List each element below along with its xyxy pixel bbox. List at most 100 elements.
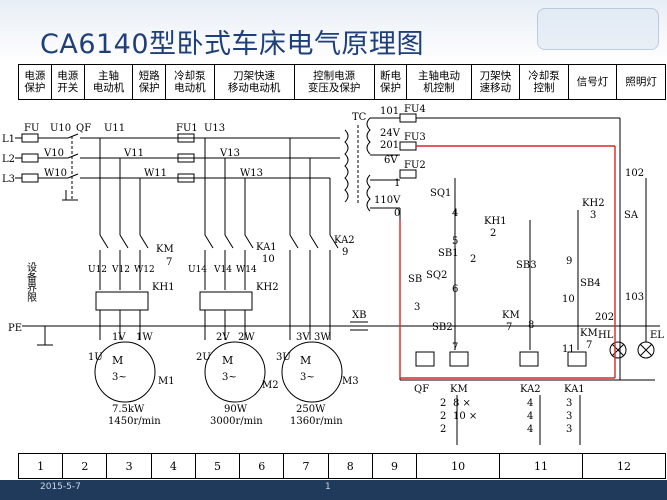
label-m2-speed: 3000r/min	[210, 416, 263, 427]
label-SQ2: SQ2	[426, 270, 447, 281]
label-201: 201	[380, 140, 399, 151]
label-U10: U10	[50, 123, 71, 134]
label-W13: W13	[240, 168, 263, 179]
page-title: CA6140型卧式车床电气原理图	[40, 29, 425, 60]
label-KM-contact2-num: 7	[586, 340, 592, 351]
label-2V: 2V	[216, 332, 230, 343]
label-PE: PE	[8, 323, 22, 334]
header-cell-text: 主轴	[97, 70, 119, 82]
column-number-cell: 5	[194, 453, 241, 479]
label-KA2-coil: KA2	[520, 384, 541, 395]
header-cell-text: 电动机	[92, 82, 125, 94]
label-V13: V13	[219, 148, 240, 159]
column-number-cell: 11	[499, 453, 583, 479]
label-SB3: SB3	[516, 260, 537, 271]
label-EL: EL	[650, 330, 664, 341]
header-cell-text: 短路	[138, 70, 160, 82]
label-KH1-num: 2	[490, 228, 496, 239]
header-cell-text: 电源	[24, 70, 46, 82]
label-KH2: KH2	[256, 282, 279, 293]
header-cell-text: 电动机	[174, 82, 206, 94]
header-cell-text: 主轴电动	[418, 70, 461, 82]
contact-table-value: 2	[440, 424, 446, 435]
label-3U: 3U	[276, 352, 291, 363]
header-cell-text: 保护	[24, 82, 46, 94]
label-FU3: FU3	[404, 132, 426, 143]
label-KH1-contact: KH1	[484, 216, 507, 227]
slide-page-number: 1	[325, 482, 331, 492]
label-5: 5	[452, 236, 458, 247]
header-cell-text: 电源	[57, 70, 79, 82]
label-SB1: SB1	[438, 248, 459, 259]
label-KH2-contact: KH2	[582, 198, 605, 209]
column-number-cell: 7	[283, 453, 329, 479]
label-KA1-num: 10	[262, 254, 275, 265]
label-9: 9	[566, 256, 572, 267]
label-SQ1: SQ1	[430, 188, 451, 199]
label-V11: V11	[123, 148, 144, 159]
contact-table-value: 4	[527, 424, 533, 435]
label-m2-letter: M	[222, 354, 233, 367]
header-cell-text: 保护	[138, 82, 160, 94]
label-KA1-coil: KA1	[564, 384, 585, 395]
label-101: 101	[380, 106, 399, 117]
label-U13: U13	[204, 123, 225, 134]
label-KH1: KH1	[152, 282, 175, 293]
contact-table-value: 8 ×	[453, 398, 471, 409]
label-U14: U14	[188, 265, 207, 275]
label-QF: QF	[76, 123, 91, 134]
label-1U: 1U	[88, 352, 103, 363]
label-KH2-num: 3	[590, 210, 596, 221]
header-cell-text: 移动电动机	[227, 82, 281, 94]
label-KM-contact2: KM	[580, 328, 598, 339]
label-SB2: SB2	[432, 322, 453, 333]
label-V14: V14	[213, 265, 232, 275]
label-KM-coil: KM	[450, 384, 468, 395]
label-KM-contact: KM	[502, 310, 520, 321]
header-cell-text: 刀架快	[479, 70, 512, 82]
label-102: 102	[625, 168, 644, 179]
contact-table-value: 4	[527, 411, 533, 422]
label-W11: W11	[144, 168, 167, 179]
label-110V: 110V	[374, 195, 401, 206]
slide-footer-bar	[0, 480, 667, 500]
label-8: 8	[528, 320, 534, 331]
contact-table-value: 3	[566, 411, 572, 422]
label-SB4: SB4	[580, 278, 601, 289]
header-cell: 电源保护	[18, 64, 52, 100]
label-m1-power: 7.5kW	[112, 404, 145, 415]
header-cell-text: 开关	[57, 82, 79, 94]
header-cell: 控制电源变压及保护	[293, 64, 375, 100]
header-cell-text: 机控制	[423, 82, 455, 94]
label-m1-speed: 1450r/min	[108, 416, 161, 427]
label-m3-phase: 3~	[300, 372, 315, 383]
label-m1-phase: 3~	[112, 372, 127, 383]
header-cell-text: 断电	[379, 70, 401, 82]
label-HL: HL	[598, 330, 614, 341]
label-KM-num: 7	[166, 257, 172, 268]
label-m3-speed: 1360r/min	[290, 416, 343, 427]
header-cell-text: 刀架快速	[233, 70, 276, 82]
label-KM: KM	[156, 244, 174, 255]
label-SA: SA	[624, 210, 639, 221]
column-number-cell: 2	[62, 453, 108, 479]
label-equipment-boundary: 设备界限	[25, 262, 37, 303]
slide-decoration	[537, 8, 659, 50]
label-m2-phase: 3~	[222, 372, 237, 383]
label-m3-power: 250W	[296, 404, 326, 415]
label-W12: W12	[134, 265, 155, 275]
label-FU1: FU1	[176, 123, 198, 134]
header-cell: 断电保护	[373, 64, 408, 100]
label-2U: 2U	[196, 352, 211, 363]
label-M1: M1	[158, 376, 175, 387]
label-24V: 24V	[380, 128, 401, 139]
label-L3: L3	[2, 174, 15, 185]
contact-table-value: 10 ×	[453, 411, 477, 422]
label-m3-letter: M	[300, 354, 311, 367]
column-number-cell: 6	[239, 453, 285, 479]
label-V12: V12	[111, 265, 130, 275]
label-10: 10	[562, 294, 575, 305]
label-SB1-num: 2	[470, 254, 476, 265]
